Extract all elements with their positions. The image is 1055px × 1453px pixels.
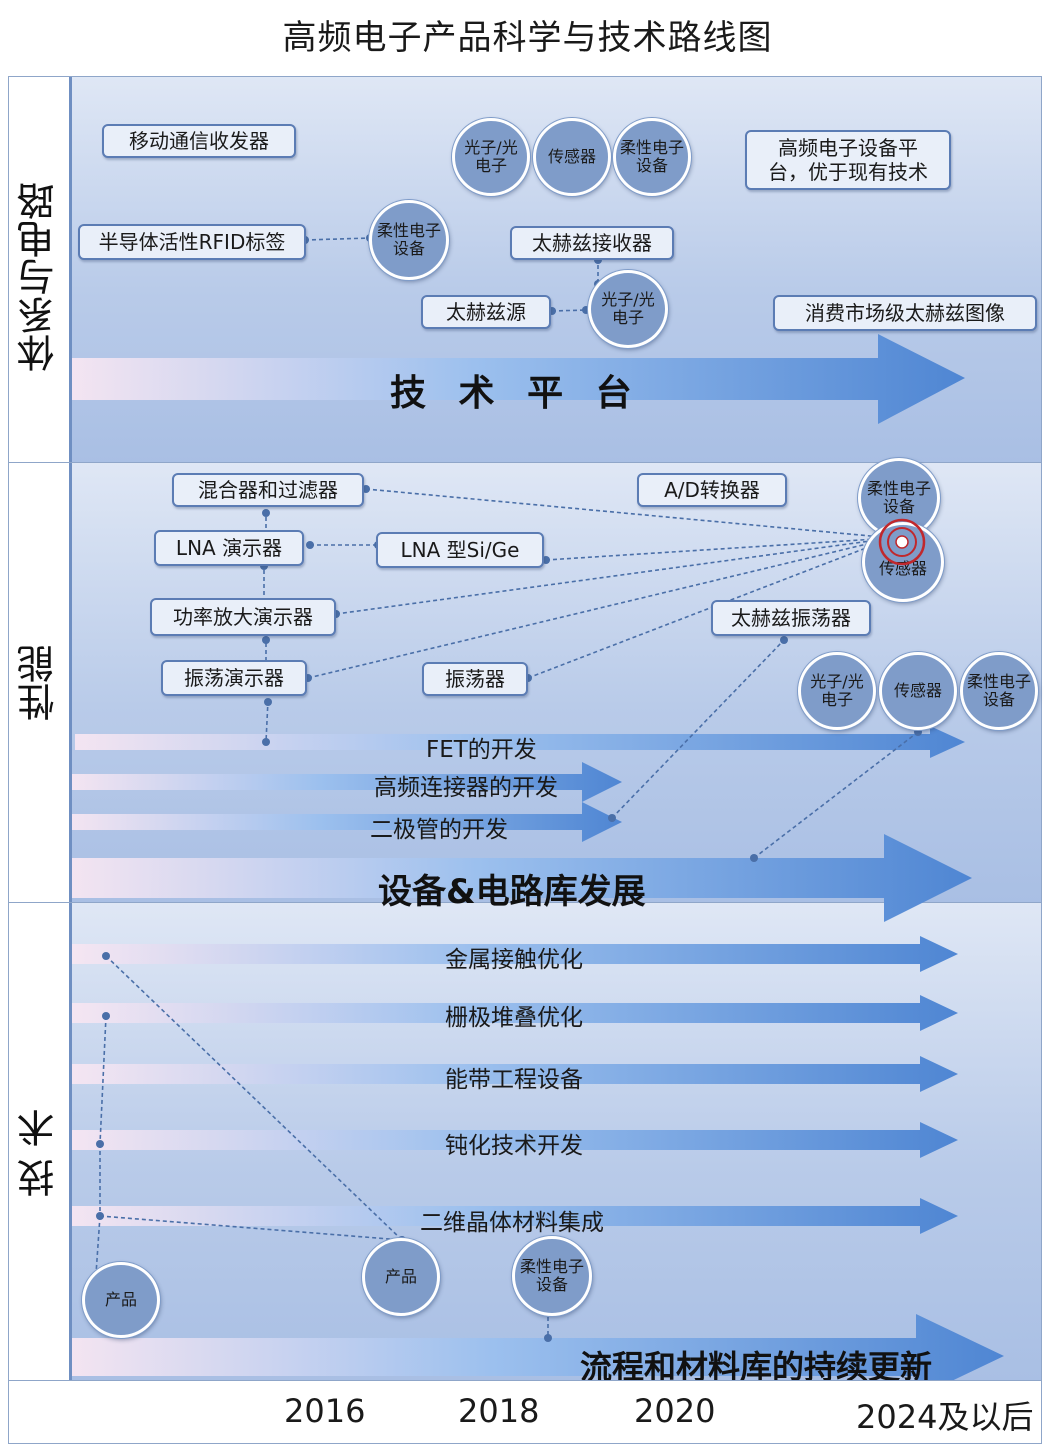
circle-photon: 光子/光电子 [452, 118, 530, 196]
year-2018: 2018 [458, 1392, 540, 1430]
circle-photon-perf: 光子/光电子 [798, 652, 876, 730]
twod-crystal-label: 二维晶体材料集成 [420, 1210, 604, 1236]
connector-label: 高频连接器的开发 [374, 775, 558, 801]
gate-stack-label: 栅极堆叠优化 [445, 1005, 583, 1031]
section-label-systems: 体系与电路 [17, 182, 61, 372]
bandgap-label: 能带工程设备 [445, 1067, 583, 1093]
box-rfid: 半导体活性RFID标签 [78, 224, 306, 260]
circle-sensor-perf: 传感器 [879, 652, 957, 730]
section-label-performance: 性能 [17, 645, 61, 721]
diode-label: 二极管的开发 [370, 817, 508, 843]
circle-flexible: 柔性电子设备 [613, 118, 691, 196]
box-thz-oscillator: 太赫兹振荡器 [711, 600, 871, 636]
box-mobile-transceiver: 移动通信收发器 [102, 124, 296, 158]
year-2016: 2016 [284, 1392, 366, 1430]
box-hf-platform: 高频电子设备平台，优于现有技术 [745, 130, 951, 190]
box-pa-demo: 功率放大演示器 [150, 598, 336, 636]
page-title: 高频电子产品科学与技术路线图 [282, 18, 773, 58]
section-label-column: 体系与电路 [9, 77, 72, 463]
year-2024-beyond: 2024及以后 [856, 1398, 1034, 1436]
circle-sensor: 传感器 [533, 118, 611, 196]
platform-label: 技 术 平 台 [390, 373, 642, 414]
library-label: 设备&电路库发展 [378, 872, 646, 912]
box-mixer-filter: 混合器和过滤器 [172, 473, 364, 507]
fet-label: FET的开发 [426, 737, 537, 763]
box-osc-demo: 振荡演示器 [161, 660, 307, 696]
box-ad-converter: A/D转换器 [637, 473, 787, 507]
circle-product-2: 产品 [362, 1238, 440, 1316]
circle-photon-thz: 光子/光电子 [588, 270, 668, 348]
box-thz-receiver: 太赫兹接收器 [510, 226, 674, 260]
metal-contact-label: 金属接触优化 [445, 947, 583, 973]
circle-flexible-tech: 柔性电子设备 [512, 1236, 592, 1316]
box-lna-demo: LNA 演示器 [154, 530, 304, 566]
passivation-label: 钝化技术开发 [445, 1133, 583, 1159]
process-library-label: 流程和材料库的持续更新 [580, 1348, 933, 1386]
section-label-technology: 技 术 [17, 1108, 61, 1198]
timeline-axis [8, 1380, 1042, 1444]
box-consumer-thz-imaging: 消费市场级太赫兹图像 [773, 295, 1037, 331]
circle-product-1: 产品 [82, 1262, 160, 1338]
box-thz-source: 太赫兹源 [421, 295, 551, 329]
year-2020: 2020 [634, 1392, 716, 1430]
circle-flexible-rfid: 柔性电子设备 [369, 200, 449, 280]
circle-flexible-perf2: 柔性电子设备 [960, 652, 1038, 730]
box-lna-sige: LNA 型Si/Ge [376, 532, 544, 568]
box-oscillator: 振荡器 [422, 662, 528, 696]
section-label-column: 技 术 [9, 903, 72, 1381]
section-label-column: 性能 [9, 463, 72, 903]
target-marker-icon [878, 518, 926, 566]
